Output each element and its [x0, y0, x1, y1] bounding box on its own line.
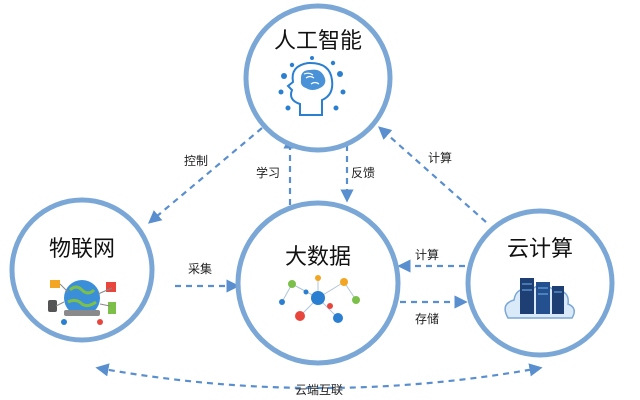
- edge-label-compute-ai: 计算: [428, 150, 452, 165]
- node-bigdata-title: 大数据: [285, 245, 351, 270]
- edge-label-storage: 存储: [415, 311, 439, 326]
- node-iot: 物联网: [9, 197, 155, 343]
- edges: [95, 126, 543, 390]
- node-ai: 人工智能: [243, 3, 393, 153]
- cloud-server-icon: [504, 278, 575, 319]
- node-cloud-title: 云计算: [507, 237, 573, 262]
- arrow-cloud-to-ai: [378, 126, 487, 223]
- edge-label-cloud-interconnect: 云端互联: [295, 383, 343, 397]
- brain-head-icon: [278, 56, 346, 116]
- edge-label-compute-bigdata: 计算: [415, 247, 439, 262]
- node-bigdata: 大数据: [235, 200, 401, 366]
- edge-label-control: 控制: [184, 154, 208, 168]
- node-ai-title: 人工智能: [274, 29, 362, 54]
- edge-label-feedback: 反馈: [351, 166, 375, 180]
- node-iot-circle: [9, 197, 155, 343]
- edge-label-learn: 学习: [256, 165, 280, 180]
- arrow-ai-to-iot: [147, 127, 263, 224]
- edge-label-collect: 采集: [188, 261, 212, 276]
- connected-globe-icon: [48, 280, 116, 325]
- node-iot-title: 物联网: [49, 237, 115, 262]
- data-network-icon: [279, 275, 360, 323]
- arrow-cloud-iot-interconnect: [95, 363, 543, 390]
- node-cloud: 云计算: [465, 208, 615, 358]
